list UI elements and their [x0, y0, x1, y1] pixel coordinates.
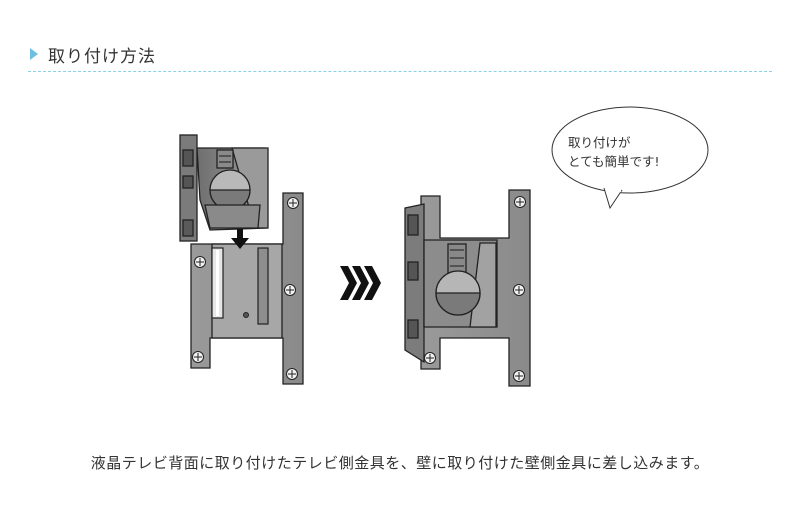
tv-bracket-right	[404, 203, 498, 364]
wall-plate-right-screws	[424, 196, 526, 382]
tv-bracket-left	[179, 134, 269, 242]
caption: 液晶テレビ背面に取り付けたテレビ側金具を、壁に取り付けた壁側金具に差し込みます。	[90, 454, 710, 472]
wall-plate-left-slots	[211, 247, 269, 325]
chevron-triple-right-icon	[340, 266, 381, 300]
section-header: 取り付け方法	[30, 40, 156, 68]
wall-plate-left-screws	[192, 197, 299, 380]
speech-bubble-line-2: とても簡単です!	[568, 154, 660, 169]
speech-bubble-text: 取り付けが とても簡単です!	[568, 133, 718, 171]
wall-plate-left	[190, 192, 304, 385]
triangle-right-icon	[30, 48, 38, 60]
dashed-divider	[28, 71, 772, 72]
speech-bubble	[551, 106, 709, 210]
section-title: 取り付け方法	[48, 46, 156, 67]
speech-bubble-line-1: 取り付けが	[568, 135, 631, 150]
arrow-down-icon	[231, 229, 249, 249]
